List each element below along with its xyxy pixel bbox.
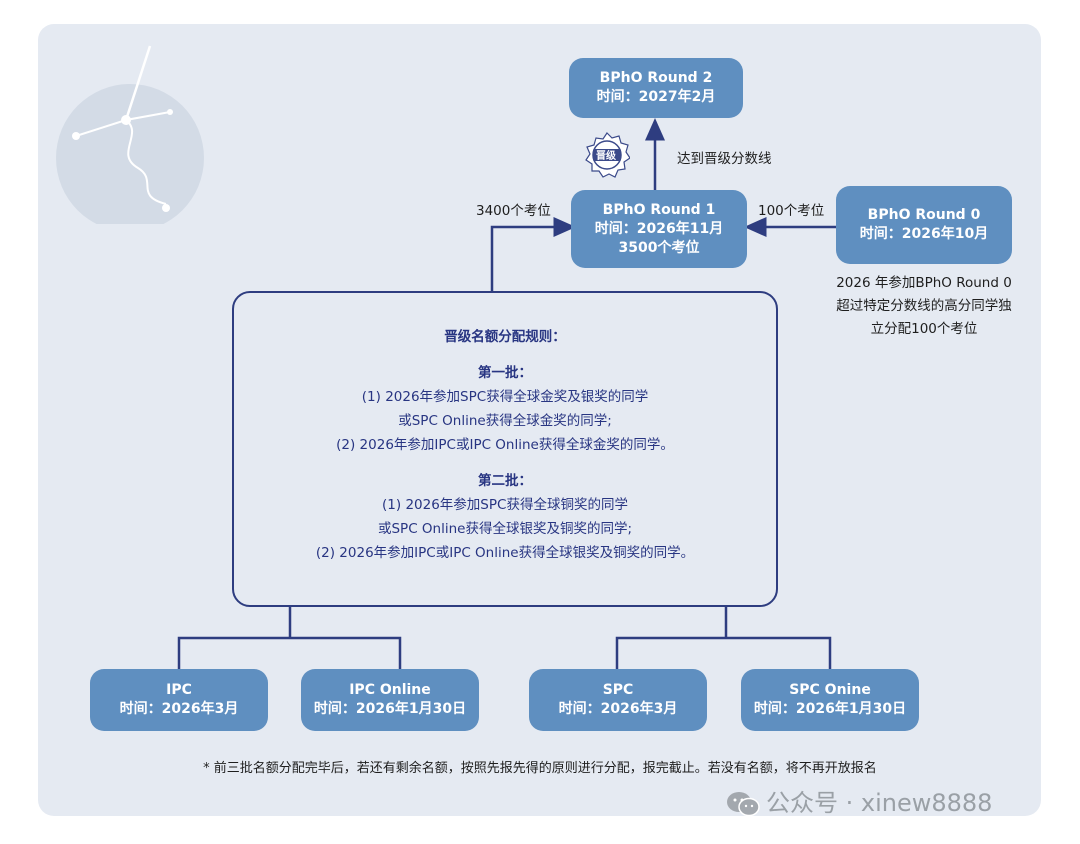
ipc-online-time: 时间：2026年1月30日 [313,701,467,717]
promotion-badge-icon [585,132,630,178]
round0-time: 时间：2026年10月 [859,226,989,242]
round0-node: BPhO Round 0 时间：2026年10月 [836,186,1012,264]
ipc-node: IPC 时间：2026年3月 [90,669,268,731]
ipc-online-title: IPC Online [349,682,431,698]
promote-label: 达到晋级分数线 [677,151,772,167]
physics-decoration-icon [56,45,204,224]
round0-note: 2026 年参加BPhO Round 0 超过特定分数线的高分同学独 立分配10… [818,272,1030,341]
spc-online-title: SPC Onine [789,682,871,698]
round0-note-line: 立分配100个考位 [870,321,978,337]
round1-node: BPhO Round 1 时间：2026年11月 3500个考位 [571,190,747,268]
watermark-text: 公众号 · xinew8888 [766,789,993,817]
ipc-time: 时间：2026年3月 [119,701,239,717]
wechat-icon [727,792,760,817]
batch1-line: 或SPC Online获得全球金奖的同学; [398,413,612,429]
batch1-line: (1) 2026年参加SPC获得全球金奖及银奖的同学 [361,389,649,405]
spc-node: SPC 时间：2026年3月 [529,669,707,731]
batch2-line: (1) 2026年参加SPC获得全球铜奖的同学 [382,497,628,513]
batch2-title: 第二批： [478,473,532,489]
round2-time: 时间：2027年2月 [596,89,716,105]
batch2-line: (2) 2026年参加IPC或IPC Online获得全球银奖及铜奖的同学。 [315,545,695,561]
round0-note-line: 2026 年参加BPhO Round 0 [836,275,1012,291]
watermark: 公众号 · xinew8888 [726,783,992,818]
batch1-title: 第一批： [478,365,532,381]
round2-title: BPhO Round 2 [599,70,713,86]
spc-title: SPC [602,682,634,698]
footnote: * 前三批名额分配完毕后，若还有剩余名额，按照先报先得的原则进行分配，报完截止。… [203,761,877,776]
left-seats-label: 3400个考位 [476,203,551,219]
batch1-line: (2) 2026年参加IPC或IPC Online获得全球金奖的同学。 [336,437,674,453]
round1-time: 时间：2026年11月 [594,220,724,237]
round1-seats: 3500个考位 [618,239,700,256]
spc-online-node: SPC Onine 时间：2026年1月30日 [741,669,919,731]
batch2-line: 或SPC Online获得全球银奖及铜奖的同学; [377,521,633,537]
spc-online-time: 时间：2026年1月30日 [753,701,907,717]
ipc-online-node: IPC Online 时间：2026年1月30日 [301,669,479,731]
right-seats-label: 100个考位 [758,203,825,219]
round0-title: BPhO Round 0 [867,207,981,223]
badge-text: 晋级 [596,151,616,162]
round2-node: BPhO Round 2 时间：2027年2月 [569,58,743,118]
allocation-rules-box: 晋级名额分配规则： 第一批： (1) 2026年参加SPC获得全球金奖及银奖的同… [232,291,778,607]
round0-note-line: 超过特定分数线的高分同学独 [836,298,1012,314]
ipc-title: IPC [166,682,192,698]
rules-title: 晋级名额分配规则： [444,329,566,345]
round1-title: BPhO Round 1 [602,201,716,218]
spc-time: 时间：2026年3月 [558,701,678,717]
